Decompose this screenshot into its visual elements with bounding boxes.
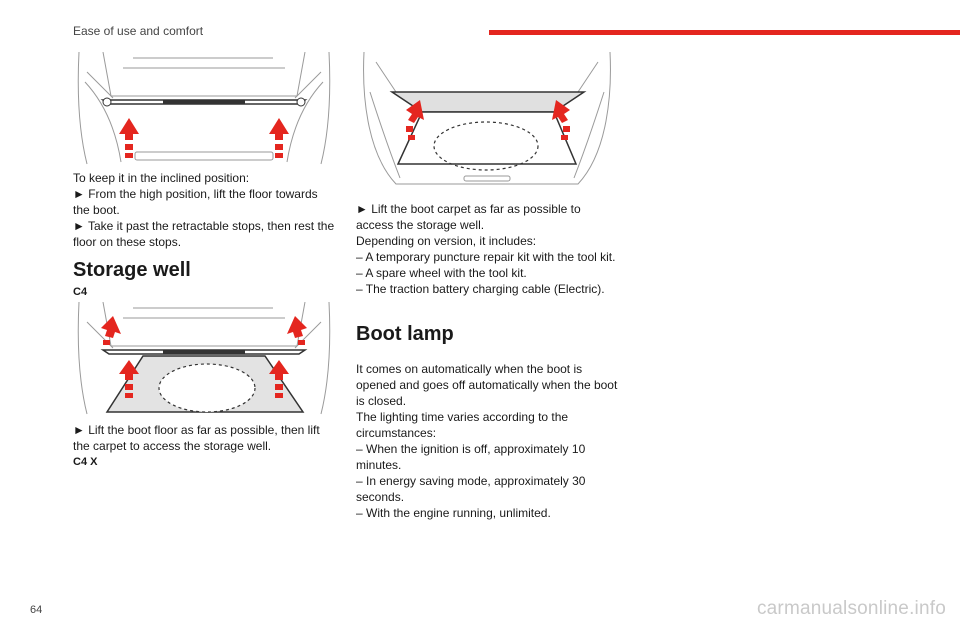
storage-well-heading: Storage well bbox=[73, 259, 191, 281]
boot-lamp-heading: Boot lamp bbox=[356, 323, 454, 345]
page-number: 64 bbox=[30, 604, 43, 616]
storage-item-3: – The traction battery charging cable (E… bbox=[356, 282, 605, 296]
spare-wheel-outline bbox=[433, 121, 539, 171]
storage-well-floor bbox=[396, 111, 578, 165]
c4-step: ► Lift the boot floor as far as possible… bbox=[73, 423, 320, 453]
lamp-item-3: – With the engine running, unlimited. bbox=[356, 506, 551, 520]
c4-model-label: C4 bbox=[73, 286, 88, 298]
version-intro: Depending on version, it includes: bbox=[356, 234, 537, 248]
c4x-instructions: ► Lift the boot carpet as far as possibl… bbox=[356, 201, 618, 297]
lift-arrow-left bbox=[406, 100, 424, 140]
lighting-intro: The lighting time varies according to th… bbox=[356, 410, 569, 440]
inclined-step-2: ► Take it past the retractable stops, th… bbox=[73, 219, 335, 249]
c4x-step: ► Lift the boot carpet as far as possibl… bbox=[356, 202, 581, 232]
lift-arrow-left bbox=[119, 118, 139, 158]
inclined-intro: To keep it in the inclined position: bbox=[73, 171, 250, 185]
c4x-storage-well-illustration bbox=[363, 52, 611, 185]
lamp-item-2: – In energy saving mode, approximately 3… bbox=[356, 474, 586, 504]
c4x-model-label: C4 X bbox=[73, 456, 98, 468]
watermark: carmanualsonline.info bbox=[756, 598, 946, 619]
lift-arrow-bottom-left bbox=[119, 360, 139, 398]
c4-instructions: ► Lift the boot floor as far as possible… bbox=[73, 422, 335, 470]
inclined-step-1: ► From the high position, lift the floor… bbox=[73, 187, 318, 217]
lamp-text: It comes on automatically when the boot … bbox=[356, 362, 618, 408]
lamp-item-1: – When the ignition is off, approximatel… bbox=[356, 442, 586, 472]
lift-arrow-right bbox=[552, 100, 570, 140]
lift-arrow-top-left bbox=[101, 316, 121, 345]
header-accent-bar bbox=[489, 30, 960, 35]
inclined-position-instructions: To keep it in the inclined position: ► F… bbox=[73, 170, 335, 250]
boot-floor-inclined-illustration bbox=[77, 52, 331, 165]
c4-storage-well-illustration bbox=[77, 302, 331, 415]
section-title: Ease of use and comfort bbox=[73, 24, 204, 38]
lift-arrow-bottom-right bbox=[269, 360, 289, 398]
storage-item-2: – A spare wheel with the tool kit. bbox=[356, 266, 527, 280]
boot-lamp-description: It comes on automatically when the boot … bbox=[356, 361, 618, 521]
lift-arrow-right bbox=[269, 118, 289, 158]
storage-well-outline bbox=[158, 363, 256, 413]
lift-arrow-top-right bbox=[287, 316, 307, 345]
storage-item-1: – A temporary puncture repair kit with t… bbox=[356, 250, 616, 264]
